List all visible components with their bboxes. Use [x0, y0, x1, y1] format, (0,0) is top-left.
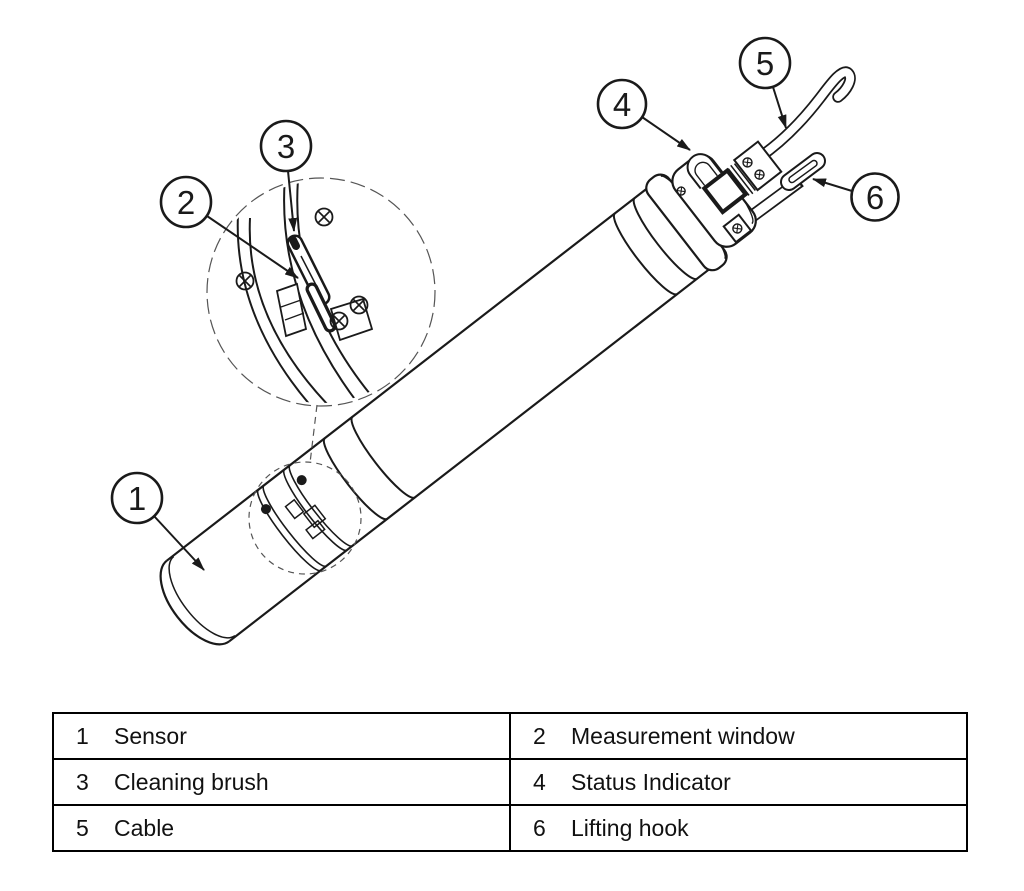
legend-row: 1 Sensor 2 Measurement window — [54, 714, 966, 758]
body-band — [632, 197, 698, 281]
legend-label: Cable — [114, 814, 175, 841]
screw-icon — [314, 207, 334, 227]
leader-4 — [641, 116, 691, 151]
leader-3 — [287, 170, 298, 232]
measurement-window — [305, 282, 337, 333]
callout-1: 1 — [110, 471, 164, 525]
leader-6 — [812, 178, 853, 192]
screw-icon — [260, 504, 271, 515]
callout-2: 2 — [159, 175, 213, 229]
legend-cell-measurement-window: 2 Measurement window — [509, 714, 966, 758]
parts-legend-table: 1 Sensor 2 Measurement window 3 Cleaning… — [52, 712, 968, 852]
callout-leaders — [153, 86, 853, 571]
nose-cap-inner — [168, 555, 236, 639]
callout-4: 4 — [596, 78, 648, 130]
screw-icon — [235, 271, 255, 291]
cable-gland-ribs — [727, 163, 756, 196]
callout-6-num: 6 — [866, 179, 884, 216]
legend-num: 1 — [76, 722, 89, 749]
callout-1-num: 1 — [128, 480, 146, 517]
legend-label: Cleaning brush — [114, 768, 269, 795]
callout-6: 6 — [850, 172, 900, 222]
sensor-body — [159, 140, 783, 646]
head-clamp-tab — [722, 213, 753, 244]
callout-3-num: 3 — [277, 128, 295, 165]
legend-num: 4 — [533, 768, 546, 795]
leader-1 — [153, 515, 205, 571]
detail-connector-line — [309, 404, 318, 464]
cable — [746, 66, 856, 168]
callout-2-num: 2 — [177, 184, 195, 221]
legend-num: 5 — [76, 814, 89, 841]
screw-icon — [732, 223, 743, 234]
callout-5-num: 5 — [756, 45, 774, 82]
body-band — [322, 437, 388, 521]
screw-icon — [742, 157, 753, 168]
sensor-parts-diagram: 1 2 3 4 5 6 — [110, 36, 900, 646]
status-indicator-dome — [686, 153, 723, 190]
legend-cell-cable: 5 Cable — [54, 806, 509, 850]
body-band — [612, 212, 678, 296]
legend-label: Measurement window — [571, 722, 795, 749]
screw-icon — [754, 169, 765, 180]
screw-icon — [329, 311, 349, 331]
callout-3: 3 — [259, 119, 313, 173]
leader-2 — [206, 215, 299, 279]
cable-gland — [732, 140, 783, 192]
body-top-edge — [166, 187, 648, 562]
legend-label: Lifting hook — [571, 814, 689, 841]
legend-row: 5 Cable 6 Lifting hook — [54, 804, 966, 850]
screw-icon — [676, 186, 686, 196]
legend-num: 2 — [533, 722, 546, 749]
screw-icon — [296, 475, 307, 486]
head-connector-window — [701, 167, 749, 215]
leader-5 — [772, 86, 787, 129]
detail-source-circle — [248, 461, 362, 575]
legend-num: 3 — [76, 768, 89, 795]
nose-cap — [159, 559, 230, 646]
callout-4-num: 4 — [613, 86, 631, 123]
body-bottom-edge — [228, 268, 710, 643]
legend-row: 3 Cleaning brush 4 Status Indicator — [54, 758, 966, 804]
detail-view — [206, 177, 436, 464]
legend-num: 6 — [533, 814, 546, 841]
legend-label: Status Indicator — [571, 768, 731, 795]
screw-icon — [349, 295, 369, 315]
callouts: 1 2 3 4 5 6 — [110, 36, 900, 525]
legend-label: Sensor — [114, 722, 187, 749]
callout-5: 5 — [738, 36, 792, 90]
legend-cell-status-indicator: 4 Status Indicator — [509, 760, 966, 804]
legend-cell-sensor: 1 Sensor — [54, 714, 509, 758]
body-band — [350, 415, 416, 499]
legend-cell-lifting-hook: 6 Lifting hook — [509, 806, 966, 850]
legend-cell-cleaning-brush: 3 Cleaning brush — [54, 760, 509, 804]
window-section — [256, 464, 354, 572]
